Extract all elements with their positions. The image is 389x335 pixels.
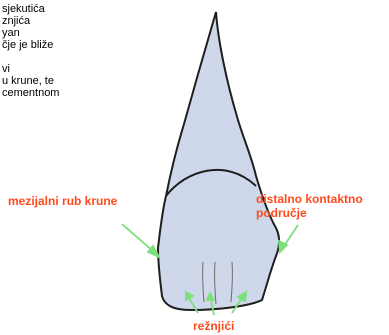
tooth-outline — [158, 12, 279, 310]
distal-contact-label-line2: područje — [256, 207, 307, 220]
distal-contact-label: distalno kontaktno — [256, 193, 363, 206]
distal-arrow — [284, 225, 298, 246]
mesial-arrow — [122, 224, 154, 252]
mamelons-label: režnjići — [193, 320, 234, 333]
mesial-edge-label: mezijalni rub krune — [8, 195, 117, 208]
